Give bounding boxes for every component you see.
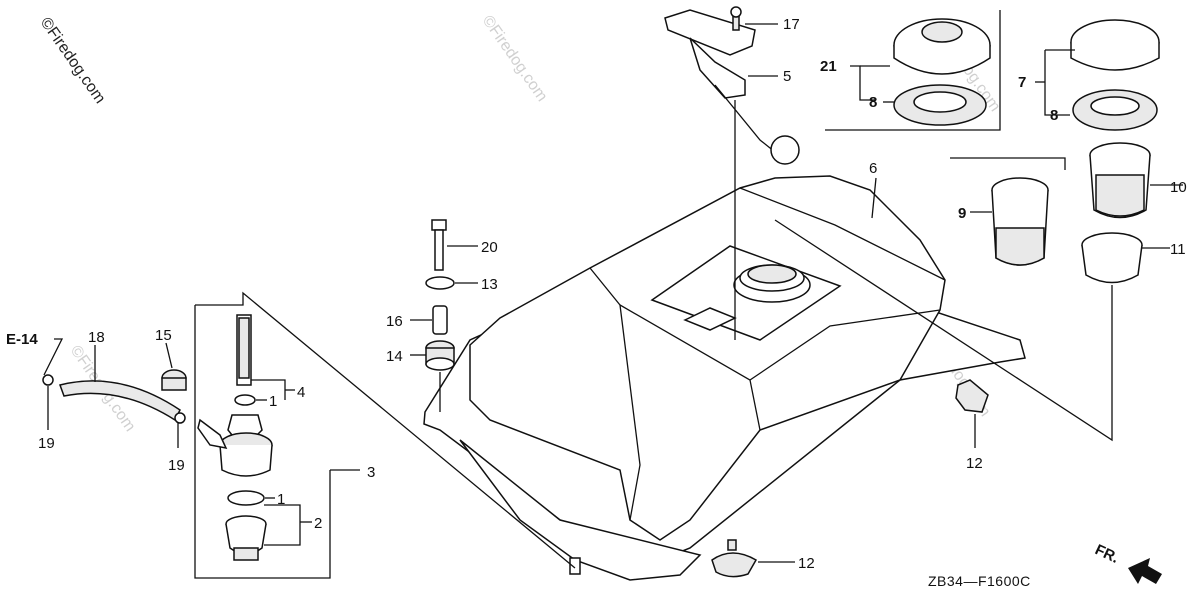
fuel-cap — [893, 18, 991, 75]
callout-5: 5 — [783, 68, 791, 85]
callout-20: 20 — [481, 239, 498, 256]
collar — [432, 305, 448, 335]
diagram-code: ZB34—F1600C — [928, 573, 1031, 589]
washer — [425, 276, 455, 290]
callout-2: 2 — [314, 515, 322, 532]
cap-seal-alt — [1072, 89, 1158, 131]
callout-16: 16 — [386, 313, 403, 330]
watermark: ©Firedog.com — [479, 13, 551, 105]
callout-14: 14 — [386, 348, 403, 365]
fuel-gauge — [664, 6, 800, 165]
callout-13: 13 — [481, 276, 498, 293]
ref-e14: E-14 — [6, 331, 38, 348]
callout-8b: 8 — [1050, 107, 1058, 124]
callout-1a: 1 — [269, 393, 277, 410]
callout-11: 11 — [1170, 241, 1186, 258]
front-arrow-icon — [1128, 558, 1162, 584]
valve-nut — [161, 369, 187, 391]
clip-right — [174, 412, 186, 424]
clip-left — [42, 374, 54, 386]
damper-rubber-right — [955, 379, 989, 413]
corner-watermark: ©Firedog.com — [37, 15, 109, 107]
valve-strainer-pipe — [236, 314, 252, 386]
callout-12b: 12 — [798, 555, 815, 572]
callout-6: 6 — [869, 160, 877, 177]
fuel-tank — [423, 175, 1026, 581]
callout-4: 4 — [297, 384, 305, 401]
callout-7: 7 — [1018, 74, 1026, 91]
callout-19b: 19 — [168, 457, 185, 474]
callout-3: 3 — [367, 464, 375, 481]
cap-seal — [893, 84, 987, 126]
front-marker: FR. — [1092, 541, 1121, 567]
strainer-9 — [991, 177, 1049, 266]
callout-18: 18 — [88, 329, 105, 346]
strainer-11 — [1081, 232, 1143, 284]
callout-21: 21 — [820, 58, 837, 75]
callout-1b: 1 — [277, 491, 285, 508]
callout-19a: 19 — [38, 435, 55, 452]
damper-rubber-bottom — [711, 539, 758, 578]
rubber-mount — [425, 340, 455, 371]
callout-10: 10 — [1170, 179, 1187, 196]
strainer-10 — [1089, 142, 1151, 219]
fuel-valve — [197, 414, 273, 477]
callout-9: 9 — [958, 205, 966, 222]
sediment-cup — [225, 515, 267, 561]
callout-17: 17 — [783, 16, 800, 33]
mount-bolt — [431, 219, 447, 271]
fuel-cap-alt — [1070, 19, 1160, 71]
o-ring-upper — [234, 394, 256, 406]
callout-8: 8 — [869, 94, 877, 111]
o-ring-lower — [227, 490, 265, 506]
callout-12a: 12 — [966, 455, 983, 472]
callout-15: 15 — [155, 327, 172, 344]
